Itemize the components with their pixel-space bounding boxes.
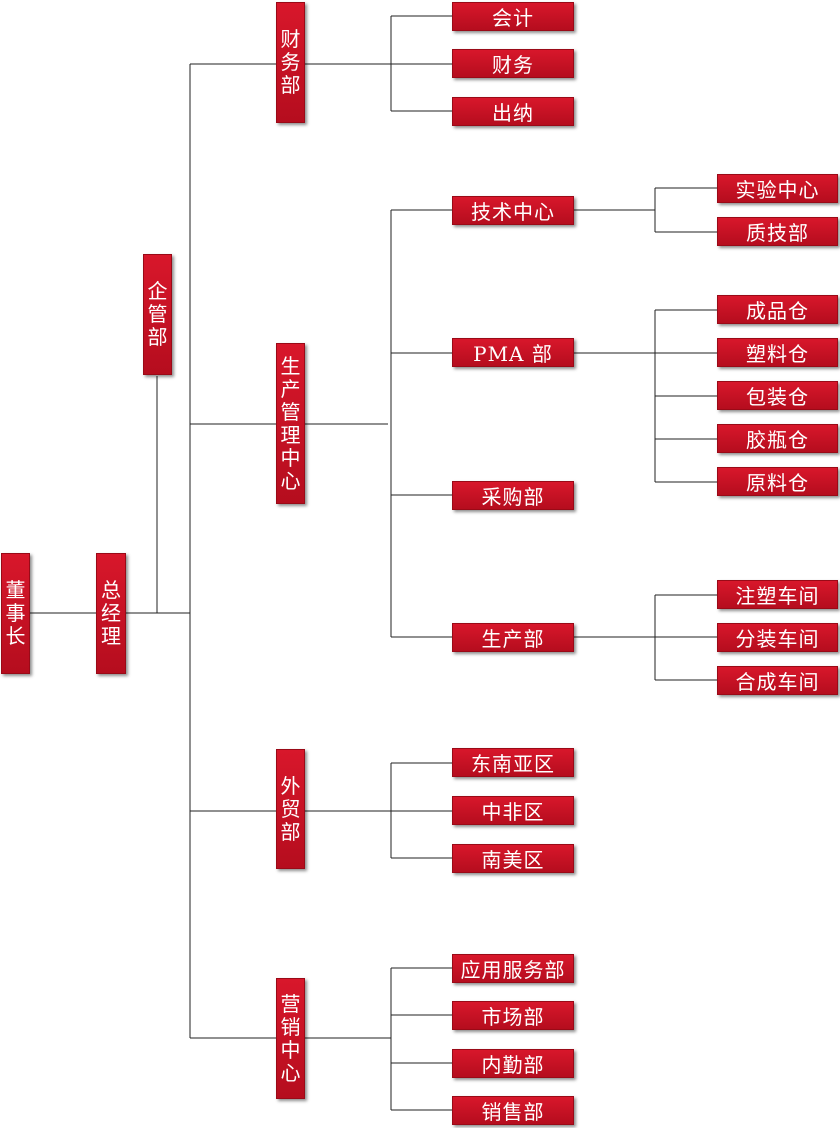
node-market[interactable]: 市场部 [452, 1001, 574, 1030]
node-label: 胶瓶仓 [746, 428, 809, 452]
node-general-manager[interactable]: 总经理 [96, 553, 126, 674]
node-label: 实验中心 [735, 178, 820, 202]
node-southeast-asia[interactable]: 东南亚区 [452, 748, 574, 777]
node-label: 内勤部 [481, 1053, 545, 1077]
node-tech-center[interactable]: 技术中心 [452, 196, 574, 225]
node-production-center[interactable]: 生产管理中心 [276, 343, 305, 504]
node-label: 总经理 [101, 578, 121, 648]
node-label: 采购部 [481, 485, 545, 509]
node-label: 技术中心 [471, 200, 555, 224]
node-label: 会计 [492, 6, 534, 30]
node-foreign-trade[interactable]: 外贸部 [276, 749, 305, 869]
node-purchasing[interactable]: 采购部 [452, 481, 574, 510]
node-label: 东南亚区 [471, 752, 555, 776]
node-label: 财务部 [280, 27, 301, 97]
node-label: 质技部 [746, 221, 809, 245]
node-enterprise-mgmt[interactable]: 企管部 [143, 254, 172, 375]
node-internal-affairs[interactable]: 内勤部 [452, 1049, 574, 1078]
node-label: 出纳 [492, 101, 534, 125]
node-injection-workshop[interactable]: 注塑车间 [717, 580, 838, 609]
node-cashier[interactable]: 出纳 [452, 97, 574, 126]
node-finished-goods-warehouse[interactable]: 成品仓 [717, 295, 838, 324]
node-lab-center[interactable]: 实验中心 [717, 174, 838, 203]
node-application-service[interactable]: 应用服务部 [452, 954, 574, 983]
node-sales[interactable]: 销售部 [452, 1096, 574, 1125]
node-label: 市场部 [481, 1005, 545, 1029]
node-raw-material-warehouse[interactable]: 原料仓 [717, 467, 838, 496]
node-pma[interactable]: PMA 部 [452, 338, 574, 367]
node-quality-tech[interactable]: 质技部 [717, 217, 838, 246]
node-label: 外贸部 [280, 773, 301, 844]
node-label: 注塑车间 [735, 584, 820, 608]
node-label: 合成车间 [735, 670, 820, 694]
node-label: 财务 [492, 53, 534, 77]
node-label: 塑料仓 [746, 342, 809, 366]
node-label: 销售部 [481, 1100, 545, 1124]
node-production[interactable]: 生产部 [452, 623, 574, 652]
node-label: 营销中心 [280, 991, 301, 1085]
node-finance[interactable]: 财务部 [276, 2, 305, 123]
node-label: 生产管理中心 [280, 353, 301, 493]
node-marketing[interactable]: 营销中心 [276, 978, 305, 1099]
node-finance-sub[interactable]: 财务 [452, 49, 574, 78]
node-chairman[interactable]: 董事长 [1, 553, 30, 674]
node-label: 原料仓 [746, 471, 809, 495]
node-label: PMA 部 [473, 342, 553, 366]
node-plastic-warehouse[interactable]: 塑料仓 [717, 338, 838, 367]
node-central-africa[interactable]: 中非区 [452, 796, 574, 825]
node-label: 分装车间 [735, 627, 820, 651]
node-packaging-warehouse[interactable]: 包装仓 [717, 381, 838, 410]
node-accounting[interactable]: 会计 [452, 2, 574, 31]
node-label: 企管部 [147, 279, 168, 349]
node-label: 生产部 [481, 627, 545, 651]
node-label: 应用服务部 [460, 958, 566, 982]
node-label: 董事长 [5, 578, 26, 648]
node-label: 包装仓 [746, 385, 809, 409]
node-label: 成品仓 [746, 299, 809, 323]
node-label: 南美区 [481, 848, 545, 872]
node-label: 中非区 [481, 800, 545, 824]
node-packing-workshop[interactable]: 分装车间 [717, 623, 838, 652]
node-synthesis-workshop[interactable]: 合成车间 [717, 666, 838, 695]
node-glue-bottle-warehouse[interactable]: 胶瓶仓 [717, 424, 838, 453]
node-south-america[interactable]: 南美区 [452, 844, 574, 873]
